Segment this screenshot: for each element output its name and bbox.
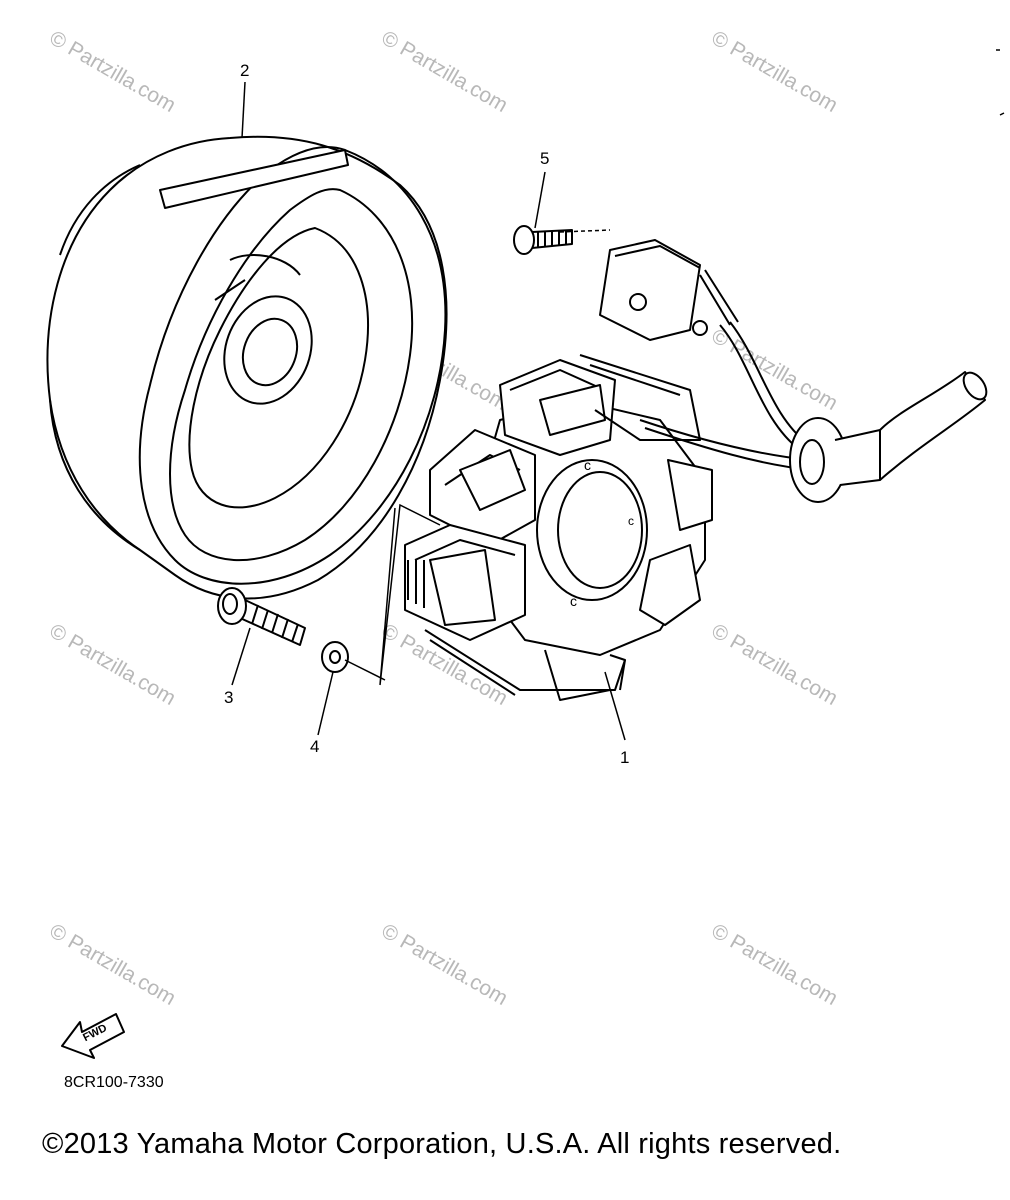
rotor-part-2 [46,135,448,600]
bolt-part-3 [217,587,306,646]
fwd-arrow-icon: FWD [61,1013,125,1059]
watermark: © Partzilla.com [378,919,512,1010]
svg-text:c: c [628,514,634,528]
assembly-guide-lines [344,229,611,686]
callout-leaders [231,81,626,741]
washer-part-4 [321,641,349,673]
svg-text:c: c [584,457,591,473]
watermark: © Partzilla.com [708,619,842,710]
reference-code: 8CR100-7330 [64,1074,164,1091]
svg-text:c: c [570,593,577,609]
watermark: © Partzilla.com [46,26,180,117]
watermark: © Partzilla.com [708,919,842,1010]
stator-part-1: c c c c [404,354,713,701]
callout-1: 1 [620,748,629,767]
watermark: © Partzilla.com [46,619,180,710]
wire-harness [599,239,988,503]
watermark: © Partzilla.com [378,619,512,710]
copyright-notice: ©2013 Yamaha Motor Corporation, U.S.A. A… [42,1128,842,1160]
callout-4: 4 [310,737,319,756]
watermark: © Partzilla.com [378,26,512,117]
watermark: © Partzilla.com [46,919,180,1010]
screw-part-5 [513,225,573,255]
callout-2: 2 [240,61,249,80]
callout-3: 3 [224,688,233,707]
callout-5: 5 [540,149,549,168]
watermark: © Partzilla.com [708,26,842,117]
